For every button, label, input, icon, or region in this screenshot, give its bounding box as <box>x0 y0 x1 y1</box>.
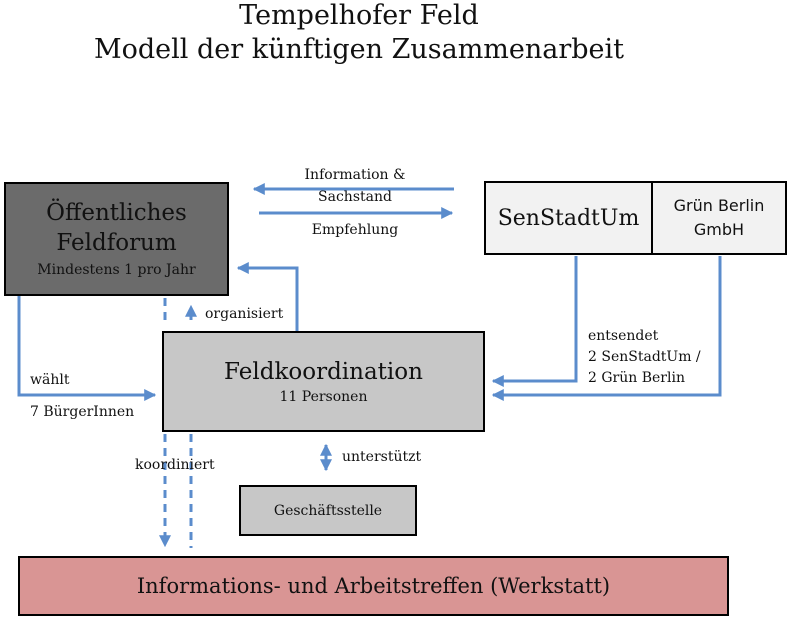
edge-label-buergerinnen: 7 BürgerInnen <box>30 404 135 420</box>
node-feldkoordination: Feldkoordination 11 Personen <box>162 331 485 432</box>
edge-waehlt-arrow <box>17 296 157 401</box>
node-oeffentliches-feldforum: Öffentliches Feldforum Mindestens 1 pro … <box>4 182 229 296</box>
edge-entsendet-gruen-arrow <box>491 256 722 401</box>
node-senstadtum: SenStadtUm <box>484 181 653 255</box>
senstadtum-label: SenStadtUm <box>497 205 640 231</box>
node-werkstatt: Informations- und Arbeitstreffen (Werkst… <box>18 556 729 616</box>
gruen-berlin-label-line-2: GmbH <box>693 220 745 239</box>
edge-label-information-line-1: Information & <box>304 167 406 183</box>
edge-organisiert-arrow <box>236 262 299 331</box>
diagram-title-line-2: Modell der künftigen Zusammenarbeit <box>93 34 625 65</box>
edge-label-unterstuetzt: unterstützt <box>342 449 422 465</box>
edge-label-organisiert: organisiert <box>205 306 284 322</box>
edge-label-entsendet-line-2: 2 SenStadtUm / <box>588 349 701 365</box>
geschaeftsstelle-label: Geschäftsstelle <box>273 502 383 519</box>
feldkoordination-label: Feldkoordination <box>224 358 423 385</box>
node-geschaeftsstelle: Geschäftsstelle <box>239 485 417 536</box>
diagram-title-line-1: Tempelhofer Feld <box>239 0 479 31</box>
edge-label-entsendet-line-3: 2 Grün Berlin <box>588 370 685 386</box>
werkstatt-label: Informations- und Arbeitstreffen (Werkst… <box>136 574 611 598</box>
edge-entsendet-senstadtum-arrow <box>491 256 578 387</box>
feldforum-label-line-1: Öffentliches <box>46 200 187 226</box>
edge-label-entsendet-line-1: entsendet <box>588 328 659 344</box>
gruen-berlin-label-line-1: Grün Berlin <box>673 196 765 215</box>
edge-label-empfehlung: Empfehlung <box>311 222 399 238</box>
feldforum-sublabel: Mindestens 1 pro Jahr <box>37 262 196 278</box>
edge-label-waehlt: wählt <box>30 372 70 388</box>
edge-label-koordiniert: koordiniert <box>135 457 215 473</box>
feldkoordination-sublabel: 11 Personen <box>279 388 368 405</box>
edge-label-information-line-2: Sachstand <box>318 189 392 205</box>
feldforum-label-line-2: Feldforum <box>56 230 177 256</box>
node-gruen-berlin: Grün Berlin GmbH <box>651 181 787 255</box>
